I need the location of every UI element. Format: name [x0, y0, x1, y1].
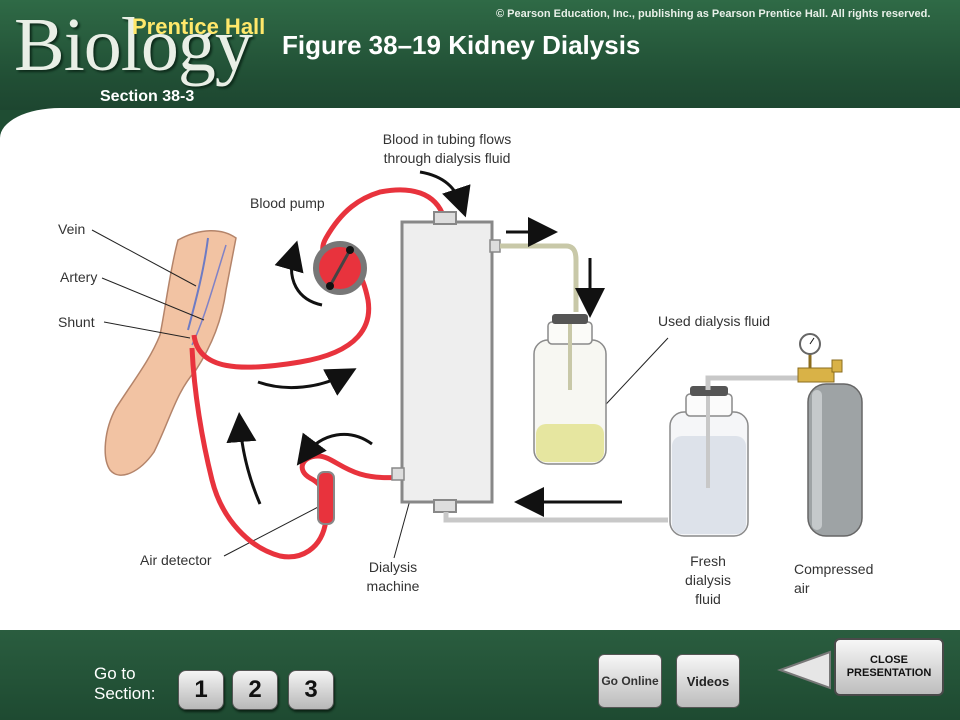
flow-arrow-pump-ccw — [274, 240, 323, 307]
fresh-fluid-tube — [443, 512, 668, 523]
section-3-button[interactable]: 3 — [288, 670, 334, 710]
header-bar — [0, 0, 960, 110]
vein-line — [187, 237, 209, 331]
videos-button[interactable]: Videos — [676, 654, 740, 708]
flow-arrow-air-detector — [296, 432, 373, 466]
copyright-notice: © Pearson Education, Inc., publishing as… — [496, 8, 931, 20]
air-detector-pointer — [223, 504, 323, 557]
air-detector-icon — [317, 471, 335, 525]
label-vein: Vein — [58, 221, 86, 237]
label-compressed-air: Compressed air — [794, 561, 874, 596]
used-fluid-tube — [500, 243, 579, 312]
go-online-button[interactable]: Go Online — [598, 654, 662, 708]
label-blood-tubing: Blood in tubing flows through dialysis f… — [382, 131, 512, 166]
artery-pointer — [101, 277, 205, 321]
go-to-section-label: Go to Section: — [94, 664, 156, 703]
biology-logo: Biology — [14, 3, 253, 87]
section-2-button[interactable]: 2 — [232, 670, 278, 710]
shunt-pointer — [103, 321, 191, 339]
vein-pointer — [91, 229, 197, 287]
arm — [104, 230, 237, 476]
flow-arrow-top — [419, 170, 471, 218]
publisher-label: Prentice Hall — [132, 14, 266, 39]
back-arrow-icon[interactable] — [776, 648, 832, 692]
flow-arrow-arm — [257, 368, 357, 396]
label-shunt: Shunt — [58, 314, 95, 330]
close-presentation-button[interactable]: CLOSE PRESENTATION — [834, 638, 944, 696]
label-artery: Artery — [60, 269, 98, 285]
flow-arrow-return — [226, 412, 262, 505]
air-tube — [705, 375, 800, 390]
page-title: Figure 38–19 Kidney Dialysis — [282, 30, 641, 60]
label-air-detector: Air detector — [140, 552, 212, 568]
section-1-button[interactable]: 1 — [178, 670, 224, 710]
label-fresh-fluid: Fresh dialysis fluid — [685, 553, 731, 607]
label-used-fluid: Used dialysis fluid — [658, 313, 771, 329]
section-label: Section 38-3 — [100, 88, 195, 105]
dialysis-machine-pointer — [393, 499, 411, 559]
label-blood-pump: Blood pump — [250, 195, 325, 211]
dialysis-machine — [400, 220, 494, 504]
label-dialysis-machine: Dialysis machine — [366, 559, 420, 594]
